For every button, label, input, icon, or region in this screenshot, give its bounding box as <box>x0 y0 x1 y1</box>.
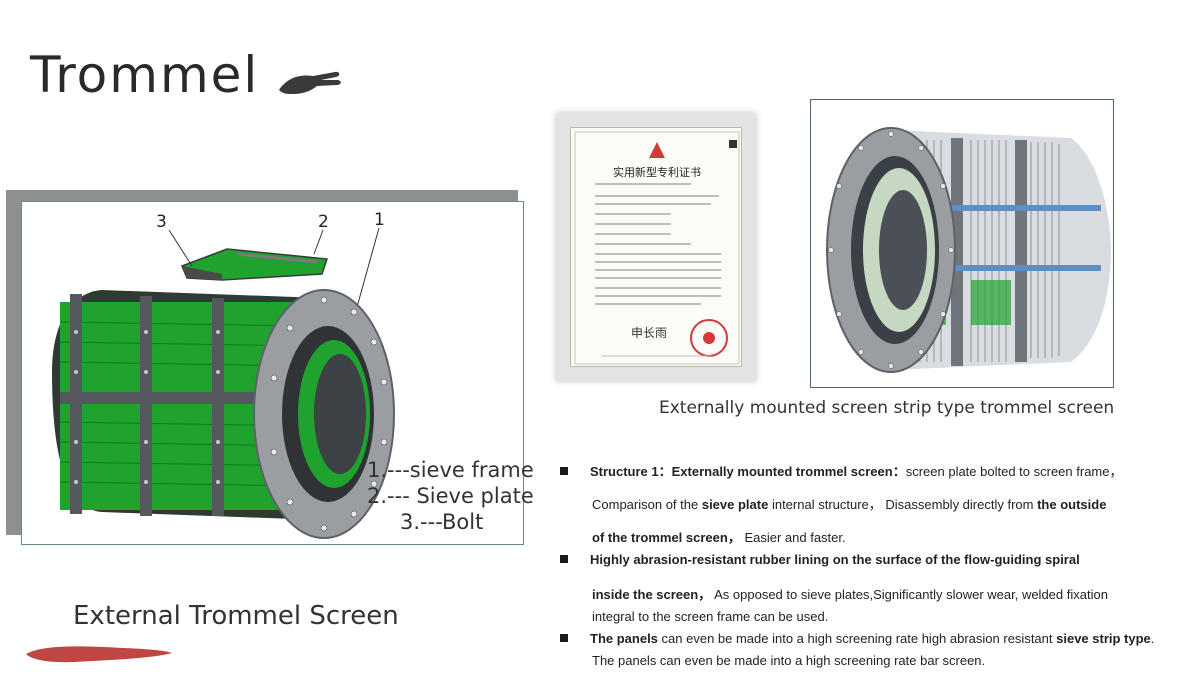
certificate-page: 实用新型专利证书 申长雨 <box>570 127 742 367</box>
pointing-hand-icon <box>279 71 341 94</box>
legend-sieve-plate: 2.--- Sieve plate <box>367 484 534 508</box>
bullet-square-icon <box>560 467 568 475</box>
certificate-layout <box>574 131 740 365</box>
callout-1: 1 <box>374 210 385 230</box>
strip-trommel-figure <box>810 99 1114 388</box>
trommel-drawing <box>52 227 395 539</box>
trommel-exploded-figure: 3 2 1 1.---sieve frame 2.--- Sieve plate… <box>21 201 534 545</box>
list-item: The panels can even be made into a high … <box>560 631 1154 646</box>
bullet1-line2: Comparison of the sieve plate internal s… <box>592 497 1107 512</box>
callout-2: 2 <box>318 212 329 232</box>
red-brush-stroke <box>26 646 172 663</box>
bullet3-line2: The panels can even be made into a high … <box>592 653 986 668</box>
bullet2-line3: integral to the screen frame can be used… <box>592 609 829 624</box>
bullet-square-icon <box>560 555 568 563</box>
certificate-signature: 申长雨 <box>631 326 668 340</box>
left-figure-caption: External Trommel Screen <box>73 601 399 631</box>
legend-sieve-frame: 1.---sieve frame <box>367 458 534 482</box>
bullet1-lead: Structure 1：Externally mounted trommel s… <box>590 464 906 479</box>
bullet2-lead: Highly abrasion-resistant rubber lining … <box>590 552 1080 567</box>
patent-certificate: 实用新型专利证书 申长雨 <box>556 113 756 381</box>
bullet2-line2: inside the screen， As opposed to sieve p… <box>592 587 1108 602</box>
strip-trommel-drawing <box>826 127 1111 373</box>
callout-3: 3 <box>156 212 167 232</box>
bullet1-text: screen plate bolted to screen frame， <box>905 464 1123 479</box>
legend-bolt: 3.---Bolt <box>400 510 484 534</box>
bullet-square-icon <box>560 634 568 642</box>
certificate-heading: 实用新型专利证书 <box>613 166 701 179</box>
list-item: Structure 1：Externally mounted trommel s… <box>560 461 1122 480</box>
page-title: Trommel <box>30 46 260 104</box>
right-figure-caption: Externally mounted screen strip type tro… <box>659 398 1115 418</box>
bullet1-line3: of the trommel screen， Easier and faster… <box>592 530 846 545</box>
list-item: Highly abrasion-resistant rubber lining … <box>560 552 1080 567</box>
bullet3-lead: The panels <box>590 631 658 646</box>
